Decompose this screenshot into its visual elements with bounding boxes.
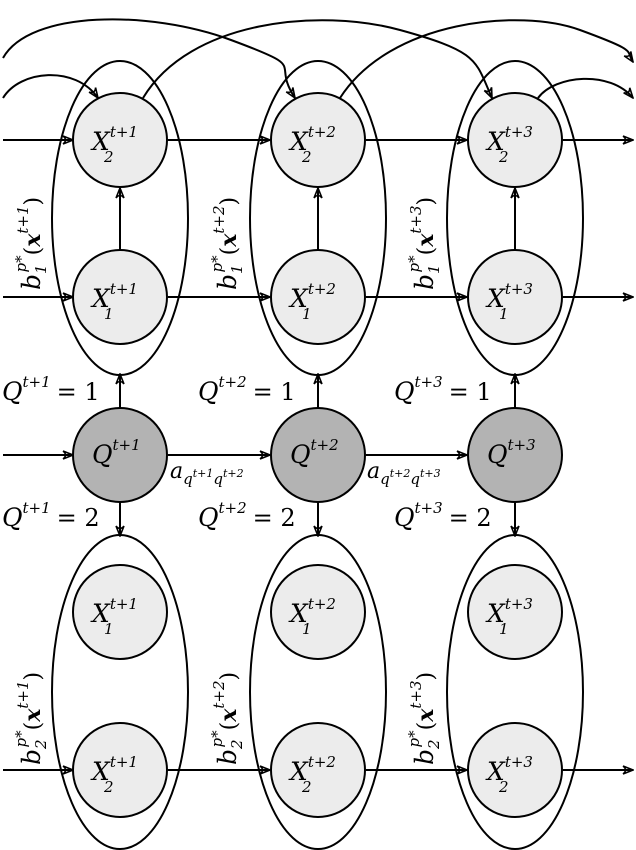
node-bot-x1-col3 bbox=[467, 564, 563, 660]
component-ellipses bbox=[51, 60, 584, 850]
node-q-col1 bbox=[72, 407, 168, 503]
transition-label-1-2: aqt+1qt+2 bbox=[170, 459, 244, 488]
node-top-x1-col1 bbox=[72, 249, 168, 345]
node-top-x2-col1 bbox=[72, 92, 168, 188]
component-2-col1 bbox=[51, 534, 189, 850]
label-q-col2: Qt+2 bbox=[290, 436, 339, 469]
node-q-col2 bbox=[270, 407, 366, 503]
emission-b2-col1: b2p*(xt+1) bbox=[12, 672, 50, 765]
emission-b1-col2: b1p*(xt+2) bbox=[208, 197, 246, 290]
component-1-col2 bbox=[249, 60, 387, 376]
skip-edge-3-out bbox=[537, 77, 633, 98]
skip-edge-2-out bbox=[339, 19, 633, 99]
label-q-col3: Qt+3 bbox=[487, 436, 536, 469]
eq-upper-col3: Qt+3= 1 bbox=[394, 373, 492, 406]
component-1-col3 bbox=[446, 60, 584, 376]
skip-edges bbox=[2, 18, 633, 99]
node-top-x2-col3 bbox=[467, 92, 563, 188]
eq-lower-col3: Qt+3= 2 bbox=[394, 499, 492, 532]
eq-upper-col1: Qt+1= 1 bbox=[2, 373, 100, 406]
nodes bbox=[72, 92, 563, 818]
emission-b2-col2: b2p*(xt+2) bbox=[208, 672, 246, 765]
emission-b1-col1: b1p*(xt+1) bbox=[12, 197, 50, 290]
node-top-x2-col2 bbox=[270, 92, 366, 188]
component-2-col2 bbox=[249, 534, 387, 850]
emission-labels: b1p*(xt+1) b1p*(xt+2) b1p*(xt+3) b2p*(xt… bbox=[12, 197, 443, 765]
eq-lower-col1: Qt+1= 2 bbox=[2, 499, 100, 532]
vertical-edges bbox=[120, 188, 515, 536]
node-top-x1-col2 bbox=[270, 249, 366, 345]
emission-b2-col3: b2p*(xt+3) bbox=[405, 672, 443, 765]
transition-label-2-3: aqt+2qt+3 bbox=[367, 459, 441, 488]
node-bot-x2-col3 bbox=[467, 722, 563, 818]
emission-b1-col3: b1p*(xt+3) bbox=[405, 197, 443, 290]
label-q-col1: Qt+1 bbox=[92, 436, 141, 469]
skip-edge-incoming-inner bbox=[2, 74, 98, 98]
transition-labels: aqt+1qt+2 aqt+2qt+3 bbox=[170, 459, 441, 488]
eq-upper-col2: Qt+2= 1 bbox=[198, 373, 296, 406]
node-bot-x2-col1 bbox=[72, 722, 168, 818]
node-q-col3 bbox=[467, 407, 563, 503]
eq-lower-col2: Qt+2= 2 bbox=[198, 499, 296, 532]
component-1-col1 bbox=[51, 60, 189, 376]
component-2-col3 bbox=[446, 534, 584, 850]
node-bot-x2-col2 bbox=[270, 722, 366, 818]
skip-edge-1-3 bbox=[142, 19, 493, 98]
state-equation-labels: Qt+1= 1 Qt+2= 1 Qt+3= 1 Qt+1= 2 Qt+2= 2 … bbox=[2, 373, 492, 532]
node-top-x1-col3 bbox=[467, 249, 563, 345]
node-bot-x1-col2 bbox=[270, 564, 366, 660]
skip-edge-incoming-outer bbox=[2, 18, 295, 98]
node-bot-x1-col1 bbox=[72, 564, 168, 660]
